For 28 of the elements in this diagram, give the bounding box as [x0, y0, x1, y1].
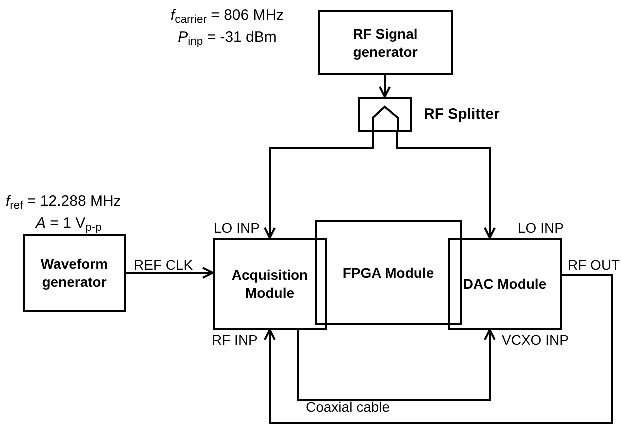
connector-arrow [379, 75, 391, 98]
port-label: LO INP [518, 219, 564, 237]
node-text: RF Signal generator [352, 24, 419, 60]
node-text: Waveform generator [40, 255, 110, 291]
connector-arrow [396, 132, 496, 239]
connector-arrow [264, 132, 374, 239]
node-text: Acquisition Module [230, 266, 310, 302]
port-label: VCXO INP [502, 331, 569, 349]
module-box [23, 234, 126, 312]
module-box [318, 10, 453, 75]
port-label: RF OUT [568, 256, 620, 274]
connector-arrow [126, 267, 214, 279]
parameter-text: f$_{carrier}$ = 806 MHz [170, 6, 286, 26]
node-text: FPGA Module [342, 264, 436, 282]
parameter-text: A = 1 V$_{p-p}$ [36, 214, 103, 234]
module-box [315, 220, 462, 325]
edge-label: Coaxial cable [306, 398, 390, 416]
connector-arrow [264, 274, 613, 424]
node-text: DAC Module [462, 275, 548, 293]
connector-arrow [297, 329, 496, 401]
port-label: LO INP [214, 219, 260, 237]
component-label: RF Splitter [424, 105, 501, 125]
port-label: RF INP [212, 331, 258, 349]
edge-label: REF CLK [134, 256, 194, 274]
module-box [213, 238, 327, 330]
module-box [448, 238, 562, 330]
parameter-text: P$_{inp}$ = -31 dBm [177, 28, 278, 48]
parameter-text: f$_{ref}$ = 12.288 MHz [6, 192, 122, 212]
